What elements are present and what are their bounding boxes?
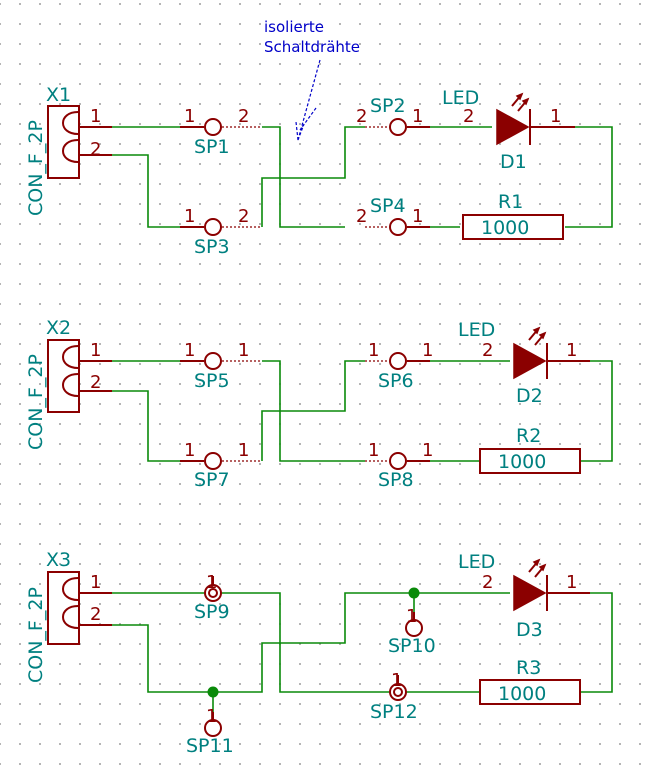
- pad-ref: SP7: [194, 469, 230, 491]
- pad-pin: 1: [206, 572, 217, 593]
- solder-pad-sp1[interactable]: 1 2 SP1: [180, 106, 262, 158]
- resistor-value: 1000: [498, 451, 546, 473]
- pad-ref: SP1: [194, 136, 230, 158]
- junction-dot: [408, 587, 420, 599]
- connector-value: CON_F_2P: [25, 120, 47, 216]
- pad-pin-right: 1: [412, 206, 423, 227]
- resistor-ref: R3: [516, 657, 541, 679]
- solder-pad-sp9[interactable]: 1 SP9: [194, 572, 230, 623]
- pad-pin: 1: [391, 670, 402, 691]
- solder-pad-sp6[interactable]: 1 1 SP6: [365, 340, 433, 392]
- led-value: LED: [458, 551, 495, 573]
- circuit-block-3: CON_F_2P X3 1 2 1 SP9: [25, 549, 613, 757]
- pad-ref: SP6: [378, 370, 414, 392]
- pad-pin-right: 1: [238, 440, 249, 461]
- led-pin-anode: 2: [463, 106, 474, 127]
- pad-ref: SP5: [194, 370, 230, 392]
- junction-dot: [207, 686, 219, 698]
- pad-pin-left: 1: [184, 340, 195, 361]
- note-isolated-wires: isolierte Schaltdrähte: [264, 18, 360, 141]
- wires-block-2: [112, 360, 613, 462]
- pad-ref: SP8: [378, 469, 414, 491]
- pad-pin-right: 1: [238, 340, 249, 361]
- solder-pad-sp10[interactable]: 1 SP10: [388, 606, 436, 657]
- pad-ref: SP11: [186, 735, 234, 757]
- resistor-ref: R1: [498, 191, 523, 213]
- connector-pin-2: 2: [90, 604, 101, 625]
- circuit-block-2: CON_F_2P X2 1 2 1 1 SP5: [25, 317, 613, 491]
- led-d1[interactable]: LED 2 1 D1: [442, 87, 575, 173]
- led-d2[interactable]: LED 2 1 D2: [458, 319, 590, 407]
- note-line-2: Schaltdrähte: [264, 38, 360, 56]
- pad-pin-left: 1: [184, 206, 195, 227]
- led-ref: D1: [500, 151, 527, 173]
- led-pin-anode: 2: [482, 572, 493, 593]
- connector-pin-1: 1: [90, 340, 101, 361]
- pad-ref: SP3: [194, 236, 230, 258]
- solder-pad-sp5[interactable]: 1 1 SP5: [180, 340, 262, 392]
- solder-pad-sp3[interactable]: 1 2 SP3: [180, 206, 262, 258]
- connector-ref: X3: [46, 549, 71, 571]
- note-line-1: isolierte: [264, 18, 324, 36]
- connector-value: CON_F_2P: [25, 587, 47, 683]
- solder-pad-sp8[interactable]: 1 1 SP8: [365, 440, 433, 491]
- pad-pin: 1: [406, 606, 417, 627]
- solder-pad-sp7[interactable]: 1 1 SP7: [180, 440, 262, 491]
- connector-ref: X2: [46, 317, 71, 339]
- led-ref: D3: [516, 619, 543, 641]
- connector-pin-1: 1: [90, 572, 101, 593]
- connector-pin-1: 1: [90, 106, 101, 127]
- pad-pin-left: 1: [368, 340, 379, 361]
- connector-x1[interactable]: CON_F_2P X1 1 2: [25, 84, 112, 216]
- resistor-r2[interactable]: 1000 R2: [479, 425, 581, 474]
- resistor-r1[interactable]: 1000 R1: [462, 191, 564, 240]
- pad-pin-right: 2: [238, 206, 249, 227]
- solder-pad-sp11[interactable]: 1 SP11: [186, 706, 234, 757]
- pad-ref: SP4: [370, 195, 406, 217]
- pad-ref: SP10: [388, 635, 436, 657]
- connector-value: CON_F_2P: [25, 354, 47, 450]
- connector-x3[interactable]: CON_F_2P X3 1 2: [25, 549, 112, 683]
- resistor-ref: R2: [516, 425, 541, 447]
- led-value: LED: [458, 319, 495, 341]
- pad-ref: SP9: [194, 601, 230, 623]
- pad-ref: SP2: [370, 95, 406, 117]
- pad-pin-left: 2: [356, 206, 367, 227]
- led-pin-anode: 2: [482, 340, 493, 361]
- solder-pad-sp4[interactable]: 2 1 SP4: [356, 195, 430, 236]
- led-value: LED: [442, 87, 479, 109]
- connector-ref: X1: [46, 84, 71, 106]
- wires-block-1: [112, 126, 613, 228]
- connector-x2[interactable]: CON_F_2P X2 1 2: [25, 317, 112, 450]
- led-ref: D2: [516, 385, 543, 407]
- pad-pin-left: 2: [356, 106, 367, 127]
- pad-pin-left: 1: [184, 106, 195, 127]
- resistor-r3[interactable]: 1000 R3: [479, 657, 581, 705]
- resistor-value: 1000: [498, 683, 546, 705]
- note-arrow-2: [299, 107, 317, 131]
- pad-ref: SP12: [370, 701, 418, 723]
- led-d3[interactable]: LED 2 1 D3: [458, 551, 590, 641]
- connector-pin-2: 2: [90, 372, 101, 393]
- led-pin-cathode: 1: [566, 340, 577, 361]
- connector-pin-2: 2: [90, 139, 101, 160]
- pad-pin-right: 1: [422, 340, 433, 361]
- wires-block-3: [112, 587, 613, 712]
- led-pin-cathode: 1: [550, 106, 561, 127]
- pad-pin-left: 1: [184, 440, 195, 461]
- led-pin-cathode: 1: [566, 572, 577, 593]
- pad-pin-right: 1: [412, 106, 423, 127]
- note-arrow: [295, 59, 321, 141]
- pad-pin-left: 1: [368, 440, 379, 461]
- pad-pin-right: 2: [238, 106, 249, 127]
- resistor-value: 1000: [481, 217, 529, 239]
- pad-pin-right: 1: [422, 440, 433, 461]
- pad-pin: 1: [206, 706, 217, 727]
- circuit-block-1: CON_F_2P X1 1 2 1 2 SP1: [25, 84, 613, 258]
- solder-pad-sp12[interactable]: 1 SP12: [370, 670, 418, 723]
- solder-pad-sp2[interactable]: 2 1 SP2: [356, 95, 430, 136]
